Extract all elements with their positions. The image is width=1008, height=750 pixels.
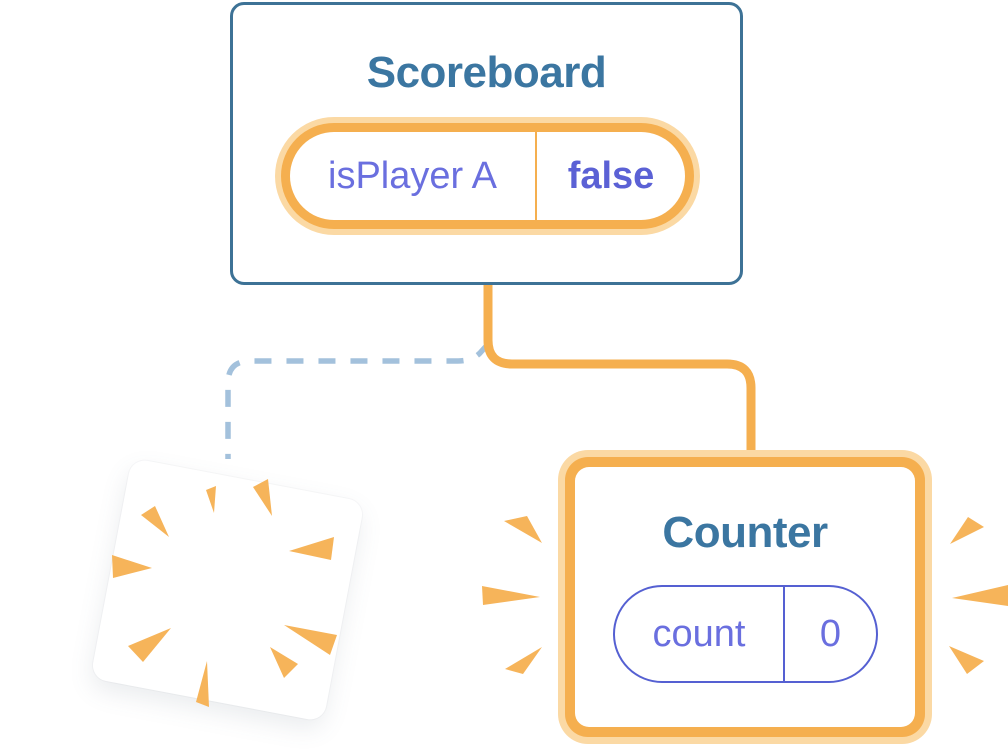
scoreboard-title: Scoreboard — [366, 48, 607, 97]
solid-active-branch-connector — [483, 278, 756, 457]
dashed-removed-branch-connector — [225, 341, 492, 459]
destroyed-component-card — [90, 457, 365, 723]
counter-card-border: Counter count 0 — [565, 457, 925, 737]
counter-state-pill-divider — [783, 587, 785, 681]
counter-state-value-label: 0 — [819, 613, 842, 655]
counter-card-body: Counter count 0 — [575, 467, 915, 727]
state-pill-border: isPlayer A false — [281, 123, 694, 229]
state-pill-divider — [535, 132, 537, 220]
emphasis-burst-left-icon — [482, 516, 542, 674]
counter-state-key-label: count — [652, 613, 746, 655]
counter-state-pill: count 0 — [613, 585, 878, 683]
counter-title: Counter — [662, 508, 828, 557]
state-value-label: false — [567, 155, 655, 197]
scoreboard-component-card: Scoreboard isPlayer A false — [230, 2, 743, 285]
emphasis-burst-right-icon — [949, 517, 1008, 674]
scoreboard-state-pill: isPlayer A false — [275, 117, 700, 235]
state-key-label: isPlayer A — [328, 155, 497, 197]
state-pill-body: isPlayer A false — [290, 132, 685, 220]
counter-component-card: Counter count 0 — [558, 450, 932, 744]
